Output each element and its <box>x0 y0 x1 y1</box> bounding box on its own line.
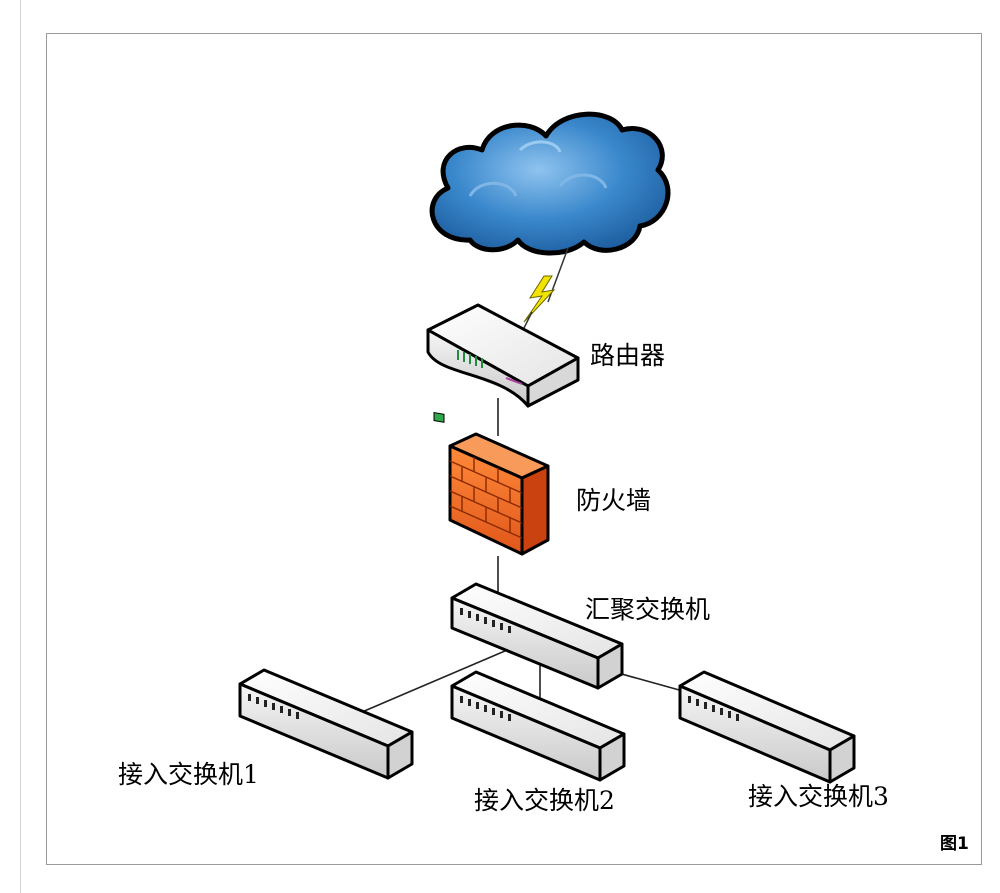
access-switch-1-icon <box>238 668 414 780</box>
link-aggregation-access1 <box>361 647 513 713</box>
access-switch-3-icon <box>678 670 856 784</box>
aggregation-switch-label: 汇聚交换机 <box>585 595 711 624</box>
aggregation-switch-icon <box>450 582 624 690</box>
router-icon <box>426 303 580 423</box>
access-switch-3-label: 接入交换机3 <box>748 782 889 811</box>
wireless-link-lightning-icon <box>521 247 569 333</box>
access-switch-1-label: 接入交换机1 <box>118 760 259 789</box>
router-label: 路由器 <box>590 341 666 370</box>
internet-cloud-icon <box>429 111 671 256</box>
firewall-label: 防火墙 <box>576 486 652 515</box>
page-margin-line <box>20 0 21 893</box>
connection-lines <box>361 398 691 713</box>
access-switch-2-icon <box>450 670 626 782</box>
figure-label: 图1 <box>940 834 969 854</box>
access-switch-2-label: 接入交换机2 <box>474 786 615 815</box>
firewall-icon <box>448 432 550 556</box>
